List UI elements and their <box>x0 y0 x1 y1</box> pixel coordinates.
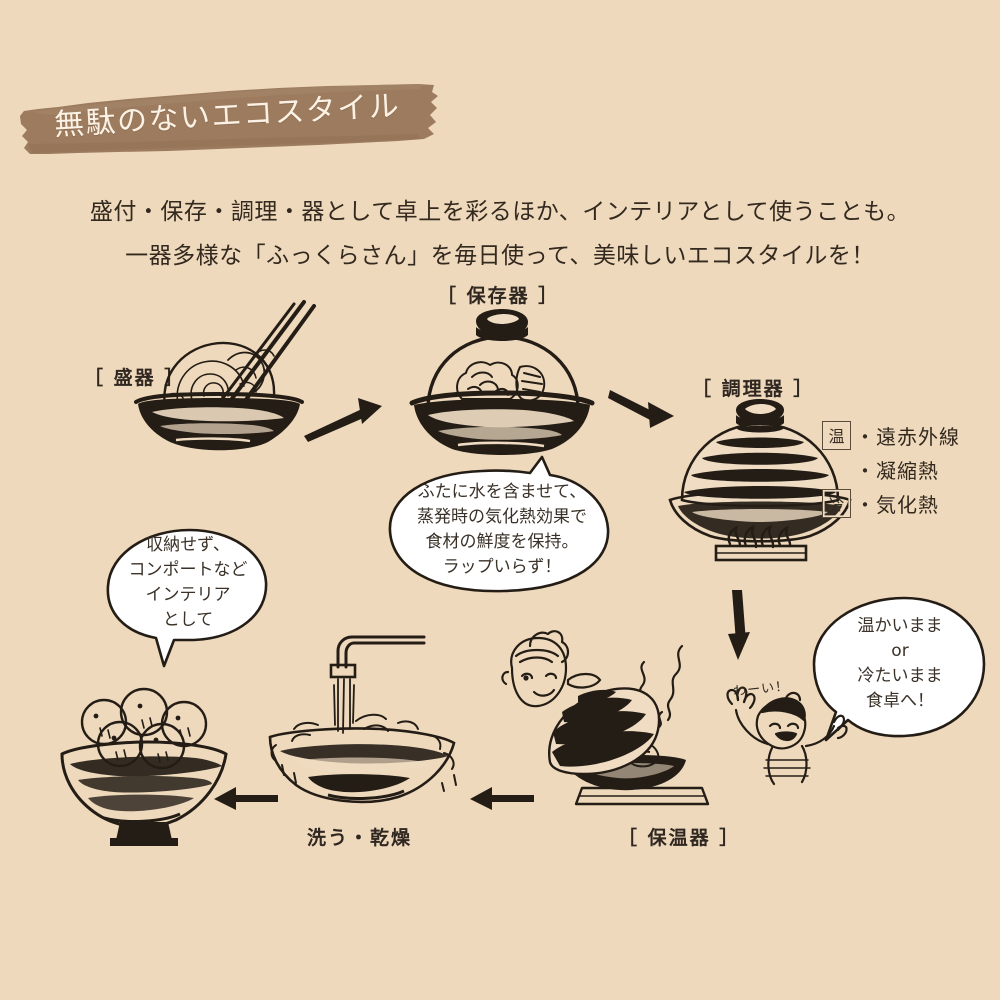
arrow-washing-to-interior <box>212 782 282 816</box>
heat-row-1: ・凝縮熱 <box>822 452 997 486</box>
heat-row-2: 冷 ・気化熱 <box>822 486 997 520</box>
label-cooking: ［ 調理器 ］ <box>692 378 815 400</box>
label-storage: ［ 保存器 ］ <box>437 285 560 307</box>
bubble-interior: 収納せず、 コンポートなど インテリア として <box>98 524 278 676</box>
label-washing: 洗う・乾燥 <box>307 827 413 849</box>
cooking-pot-illustration <box>660 396 860 566</box>
bubble-storage: ふたに水を含ませて、 蒸発時の気化熱効果で 食材の鮮度を保持。 ラップいらず！ <box>378 455 626 605</box>
heat-text-0: ・遠赤外線 <box>855 424 960 449</box>
warming-scene-illustration <box>486 620 848 820</box>
washing-illustration <box>258 625 498 825</box>
heat-text-1: ・凝縮熱 <box>855 458 939 483</box>
bubble-table: 温かいまま or 冷たいまま 食卓へ！ <box>806 594 994 756</box>
label-serving: ［ 盛器 ］ <box>84 367 186 389</box>
subtitle-block: 盛付・保存・調理・器として卓上を彩るほか、インテリアとして使うことも。 一器多様… <box>0 190 1000 278</box>
compote-bowl-illustration <box>44 680 244 850</box>
heat-row-0: 温 ・遠赤外線 <box>822 418 997 452</box>
arrow-storage-to-cooking <box>608 384 688 434</box>
subtitle-line-1: 盛付・保存・調理・器として卓上を彩るほか、インテリアとして使うことも。 <box>89 199 911 225</box>
arrow-serving-to-storage <box>300 392 390 442</box>
heat-text-2: ・気化熱 <box>855 492 939 517</box>
brush-stroke-shape <box>20 84 438 154</box>
storage-pot-illustration <box>392 305 612 465</box>
arrow-cooking-to-warming <box>716 588 766 668</box>
label-warming: ［ 保温器 ］ <box>618 827 741 849</box>
heat-box-spacer <box>822 455 851 484</box>
serving-bowl-illustration <box>108 300 328 460</box>
heat-box-warm: 温 <box>822 420 851 450</box>
arrow-warming-to-washing <box>468 782 538 816</box>
header-banner: 無駄のないエコスタイル <box>18 82 448 156</box>
heat-properties-list: 温 ・遠赤外線 ・凝縮熱 冷 ・気化熱 <box>822 418 997 520</box>
subtitle-line-2: 一器多様な「ふっくらさん」を毎日使って、美味しいエコスタイルを！ <box>125 243 875 269</box>
heat-box-cold: 冷 <box>822 488 851 518</box>
